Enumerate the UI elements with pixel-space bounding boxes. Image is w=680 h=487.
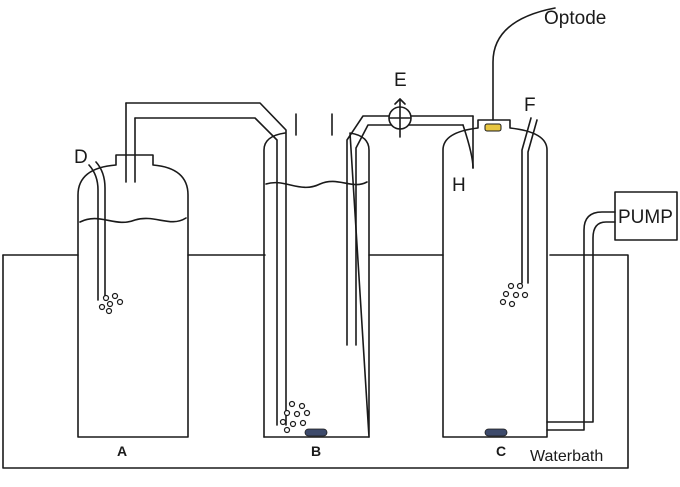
- pump-box: [614, 191, 678, 241]
- stir-bar-c: [484, 428, 508, 437]
- vessel-a: [77, 102, 189, 438]
- label-c: C: [496, 443, 506, 459]
- waterbath-tank: [2, 254, 629, 469]
- bubbles-b: [279, 400, 311, 434]
- label-waterbath: Waterbath: [530, 448, 603, 465]
- label-a: A: [117, 443, 127, 459]
- label-d: D: [74, 147, 88, 168]
- pump-tubing: [546, 211, 616, 431]
- optode-cable: [484, 7, 556, 132]
- stir-bar-b: [304, 428, 328, 437]
- valve-e: [388, 98, 412, 138]
- optode-sensor: [484, 123, 502, 132]
- tube-d: [88, 161, 106, 301]
- label-h: H: [452, 175, 466, 196]
- label-f: F: [524, 95, 536, 116]
- tube-f: [521, 117, 538, 284]
- vessel-c: [442, 119, 548, 438]
- tube-a-to-b: [125, 102, 287, 426]
- bubbles-a: [98, 292, 124, 315]
- vessel-b: [263, 113, 370, 438]
- label-e: E: [394, 70, 407, 91]
- label-b: B: [311, 443, 321, 459]
- label-pump: PUMP: [618, 207, 673, 228]
- label-optode: Optode: [544, 8, 606, 29]
- bubbles-c: [499, 282, 529, 308]
- tube-b-to-c: [346, 115, 474, 346]
